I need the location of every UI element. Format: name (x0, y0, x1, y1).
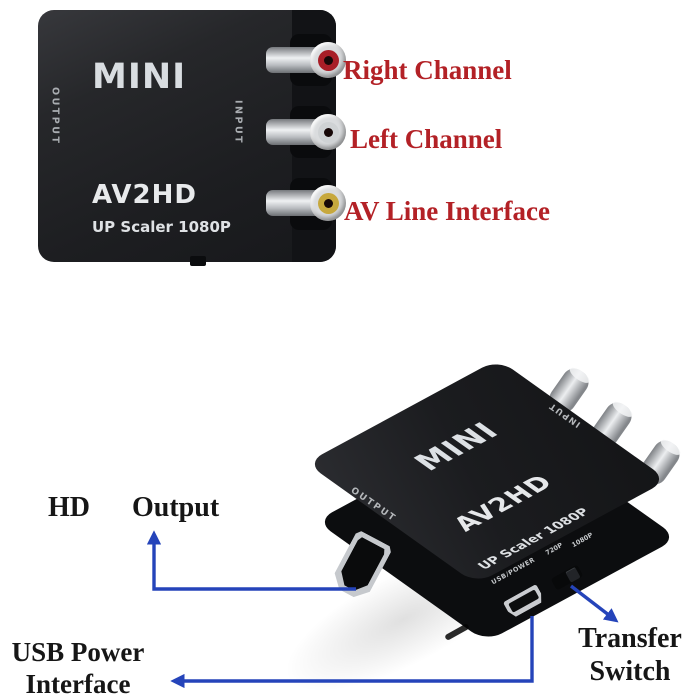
model-subtitle: UP Scaler 1080P (92, 218, 231, 236)
bottom-switch-nub (190, 256, 206, 266)
rca-yellow-ring (317, 192, 339, 214)
rca-jack-white (266, 114, 346, 150)
output-port-label: OUTPUT (49, 87, 61, 146)
right-channel-label: Right Channel (343, 55, 512, 85)
rca-tip (310, 114, 346, 150)
rca-jack-yellow (266, 185, 346, 221)
transfer-line1: Transfer (578, 623, 682, 654)
input-port-label: INPUT (232, 100, 244, 146)
rca-hole (323, 127, 333, 137)
rca-tip (310, 185, 346, 221)
model-name: AV2HD (92, 180, 197, 210)
rca-red-ring (317, 49, 339, 71)
output-word: Output (132, 492, 220, 523)
mini-logo: MINI (92, 57, 187, 97)
hd-output-label: HD Output (48, 492, 219, 524)
usb-power-line2: Interface (25, 669, 131, 699)
usb-power-arrow (170, 616, 534, 689)
hd-word: HD (48, 492, 90, 523)
hd-output-arrow (146, 530, 356, 591)
rca-jack-red (266, 42, 346, 78)
usb-power-interface-label: USB Power Interface (2, 636, 154, 699)
rca-hole (323, 198, 333, 208)
transfer-switch-arrow (569, 584, 619, 623)
rca-white-ring (317, 121, 339, 143)
usb-power-line1: USB Power (11, 637, 145, 667)
av-line-interface-label: AV Line Interface (344, 196, 550, 226)
rca-hole (323, 55, 333, 65)
transfer-switch-label: Transfer Switch (556, 622, 699, 688)
left-channel-label: Left Channel (350, 124, 503, 154)
converter-front-view: MINI OUTPUT INPUT AV2HD UP Scaler 1080P (38, 10, 346, 266)
rca-tip (310, 42, 346, 78)
transfer-line2: Switch (589, 656, 671, 687)
